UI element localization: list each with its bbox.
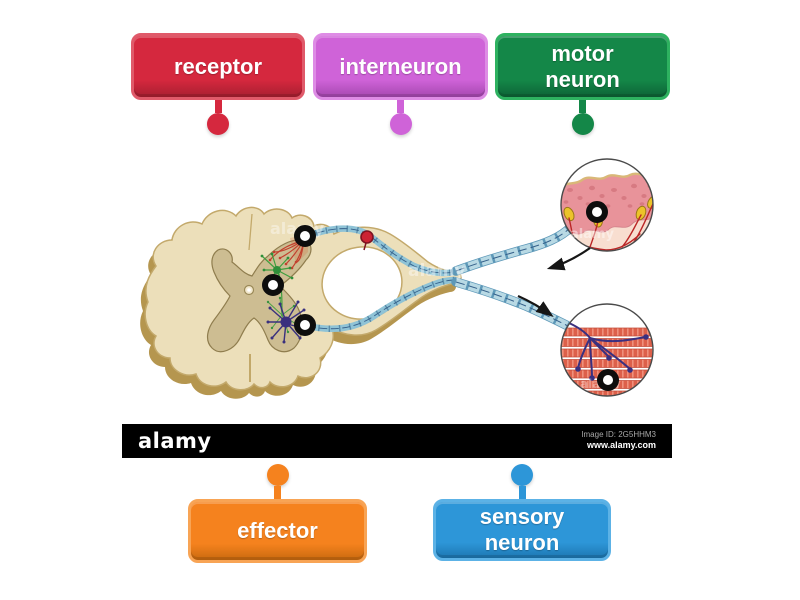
label-chip-receptor[interactable]: receptor (131, 33, 305, 135)
drop-target-ventral-root-exit[interactable] (294, 314, 316, 336)
label-chip-interneuron[interactable]: interneuron (313, 33, 488, 135)
pin-dot (389, 113, 412, 135)
label-chip-face[interactable]: effector (188, 499, 367, 563)
drop-target-spinal-cord-interneuron[interactable] (262, 274, 284, 296)
label-chip-face[interactable]: sensory neuron (433, 499, 611, 561)
alamy-footer-bar: alamy Image ID: 2G5HHM3 www.alamy.com (122, 424, 672, 458)
pin-dot (511, 464, 533, 486)
pin-stem (397, 100, 404, 113)
pin-connector (511, 464, 533, 499)
reflex-arc-illustration: alamy alamy alamy alamy (140, 158, 654, 399)
pin-connector (571, 100, 594, 135)
pin-connector (389, 100, 412, 135)
nerve-to-muscle (451, 277, 575, 332)
drop-target-muscle-effector-inset[interactable] (597, 369, 619, 391)
label-chip-face[interactable]: motor neuron (495, 33, 670, 100)
pin-dot (571, 113, 594, 135)
arrow-from-skin (546, 247, 591, 271)
alamy-logo: alamy (138, 429, 212, 453)
label-text: receptor (173, 53, 263, 79)
watermark: alamy (570, 227, 615, 242)
label-chip-face[interactable]: receptor (131, 33, 305, 100)
drop-target-skin-receptor-inset[interactable] (586, 201, 608, 223)
drop-target-dorsal-root-entry[interactable] (294, 225, 316, 247)
label-text: interneuron (339, 53, 462, 79)
pin-dot (207, 113, 229, 135)
label-chip-motor-neuron[interactable]: motor neuron (495, 33, 670, 135)
label-text: sensory neuron (479, 504, 565, 555)
pin-connector (266, 464, 289, 499)
label-text: motor neuron (545, 40, 620, 92)
alamy-meta: Image ID: 2G5HHM3 www.alamy.com (581, 430, 656, 452)
label-chip-effector[interactable]: effector (188, 464, 367, 563)
pin-stem (579, 100, 586, 113)
motor-end-plates (568, 322, 646, 378)
dorsal-root-nerve (302, 225, 458, 277)
pin-stem (214, 100, 222, 113)
pin-stem (518, 486, 526, 499)
arrow-to-muscle (517, 294, 554, 317)
ventral-root-nerve (304, 276, 459, 332)
label-text: effector (237, 518, 318, 544)
nerve-to-skin (451, 222, 576, 276)
label-chip-face[interactable]: interneuron (313, 33, 488, 100)
watermark: alamy (408, 261, 466, 281)
image-id-text: Image ID: 2G5HHM3 (581, 429, 656, 439)
skin-inset (560, 158, 654, 252)
pin-dot (266, 464, 289, 486)
alamy-website-text: www.alamy.com (586, 440, 656, 451)
pin-stem (274, 486, 281, 499)
dorsal-root-ganglion (360, 230, 374, 244)
label-chip-sensory-neuron[interactable]: sensory neuron (433, 464, 611, 561)
pin-connector (207, 100, 229, 135)
